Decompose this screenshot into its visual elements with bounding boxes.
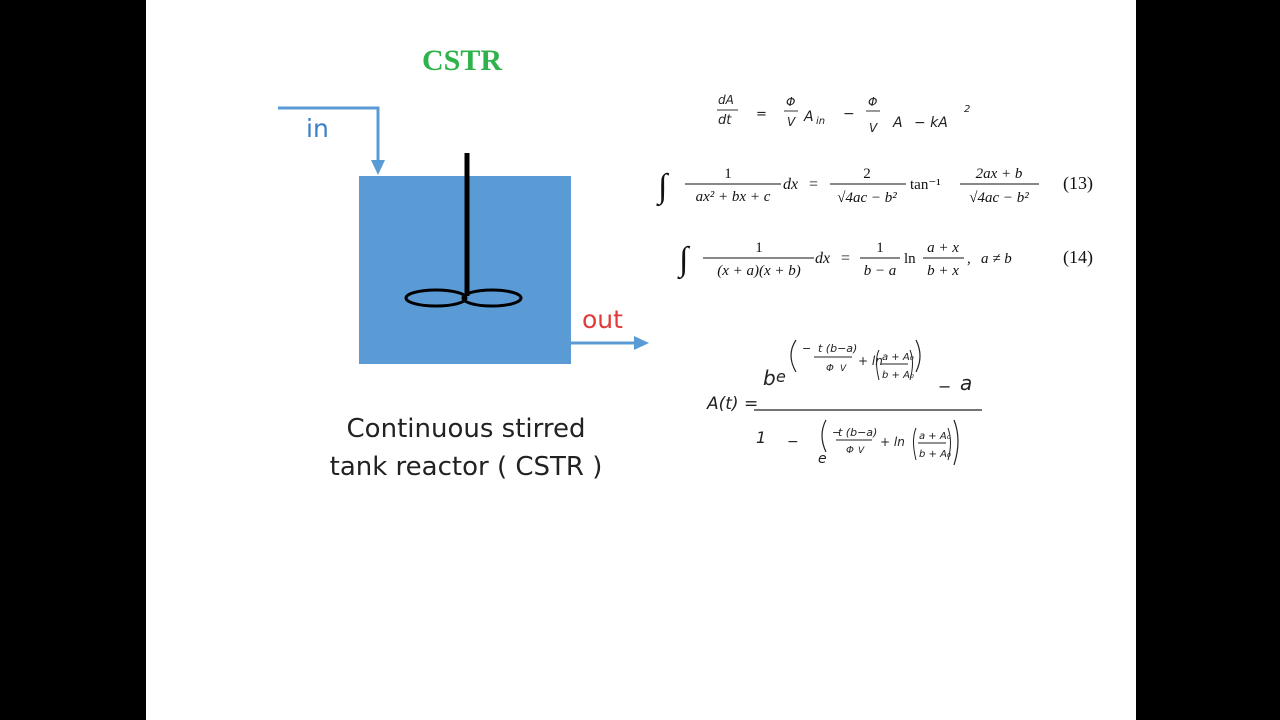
caption-line-1: Continuous stirred xyxy=(346,414,586,444)
svg-text:A: A xyxy=(892,115,903,131)
svg-text:=: = xyxy=(756,107,767,122)
svg-text:dt: dt xyxy=(718,113,732,128)
handwritten-solution: A(t) = b e − t (b−a) Φ V + ln a + A₀ b +… xyxy=(706,339,982,467)
inlet-arrowhead xyxy=(371,160,385,175)
svg-text:in: in xyxy=(816,116,825,127)
svg-text:2ax + b: 2ax + b xyxy=(976,166,1023,182)
equation-14-number: (14) xyxy=(1063,247,1093,267)
svg-text:ln: ln xyxy=(904,251,916,267)
svg-text:−: − xyxy=(802,342,811,355)
svg-text:1: 1 xyxy=(756,428,766,447)
svg-text:=: = xyxy=(809,176,818,193)
caption-line-2: tank reactor ( CSTR ) xyxy=(329,452,603,482)
svg-text:(x + a)(x + b): (x + a)(x + b) xyxy=(717,263,801,279)
svg-text:dx: dx xyxy=(783,176,798,193)
svg-text:1: 1 xyxy=(876,240,884,256)
outlet-label: out xyxy=(582,305,623,334)
svg-text:Φ: Φ xyxy=(786,95,795,109)
equation-13-number: (13) xyxy=(1063,173,1093,193)
svg-text:A(t) =: A(t) = xyxy=(706,394,758,414)
integral-equation-14: ∫ 1 (x + a)(x + b) dx = 1 b − a ln a + x… xyxy=(677,240,1012,280)
svg-text:dx: dx xyxy=(815,250,830,267)
svg-text:tan⁻¹: tan⁻¹ xyxy=(910,177,941,193)
svg-text:a: a xyxy=(960,371,972,395)
inlet-label: in xyxy=(306,114,329,143)
svg-text:− kA: − kA xyxy=(914,115,948,131)
svg-text:t (b−a): t (b−a) xyxy=(838,426,877,439)
svg-text:−: − xyxy=(938,377,951,396)
impeller-blade-left xyxy=(404,288,468,308)
svg-text:e: e xyxy=(776,367,786,386)
svg-text:2: 2 xyxy=(964,104,970,115)
svg-text:V: V xyxy=(858,446,865,456)
svg-text:−: − xyxy=(843,106,855,122)
svg-text:2: 2 xyxy=(863,166,871,182)
svg-text:V: V xyxy=(787,115,796,129)
svg-text:+ ln: + ln xyxy=(858,354,883,368)
svg-text:b + A₀: b + A₀ xyxy=(919,449,951,460)
diagram-caption: Continuous stirred tank reactor ( CSTR ) xyxy=(306,410,626,486)
svg-text:1: 1 xyxy=(755,240,763,256)
svg-text:a + A₀: a + A₀ xyxy=(919,431,951,442)
svg-text:b + A₀: b + A₀ xyxy=(882,370,914,381)
svg-text:−: − xyxy=(832,426,841,439)
svg-text:,: , xyxy=(967,251,971,267)
svg-text:A: A xyxy=(803,109,814,125)
svg-text:a ≠ b: a ≠ b xyxy=(981,251,1012,267)
impeller-blade-right xyxy=(461,288,523,308)
svg-text:1: 1 xyxy=(724,166,732,182)
svg-text:V: V xyxy=(840,364,847,374)
svg-text:b + x: b + x xyxy=(927,263,959,279)
svg-text:Φ: Φ xyxy=(826,363,834,374)
svg-text:V: V xyxy=(869,121,878,135)
svg-text:ax² + bx + c: ax² + bx + c xyxy=(696,189,771,205)
inlet-arrow-line xyxy=(278,106,380,166)
svg-text:a + x: a + x xyxy=(927,240,959,256)
slide-canvas: CSTR dA dt = Φ V A in − Φ V A xyxy=(146,0,1136,720)
handwritten-rate-equation: dA dt = Φ V A in − Φ V A − kA 2 xyxy=(717,93,970,135)
svg-text:e: e xyxy=(818,451,827,467)
cstr-diagram: dA dt = Φ V A in − Φ V A − kA 2 ∫ 1 ax² … xyxy=(278,93,1039,467)
svg-text:a + A₀: a + A₀ xyxy=(882,352,914,363)
outlet-arrowhead xyxy=(634,336,649,350)
svg-text:∫: ∫ xyxy=(677,241,691,280)
svg-text:∫: ∫ xyxy=(656,168,670,207)
svg-text:b − a: b − a xyxy=(864,263,897,279)
svg-text:t (b−a): t (b−a) xyxy=(818,342,857,355)
svg-text:+ ln: + ln xyxy=(880,435,905,449)
svg-text:−: − xyxy=(787,434,799,450)
svg-text:√4ac − b²: √4ac − b² xyxy=(969,190,1029,206)
svg-text:Φ: Φ xyxy=(868,95,877,109)
svg-text:Φ: Φ xyxy=(846,445,854,456)
svg-text:dA: dA xyxy=(718,93,734,107)
slide-title: CSTR xyxy=(422,44,503,77)
svg-text:b: b xyxy=(763,366,776,390)
svg-text:=: = xyxy=(841,250,850,267)
svg-text:√4ac − b²: √4ac − b² xyxy=(837,190,897,206)
integral-equation-13: ∫ 1 ax² + bx + c dx = 2 √4ac − b² tan⁻¹ … xyxy=(656,166,1039,207)
